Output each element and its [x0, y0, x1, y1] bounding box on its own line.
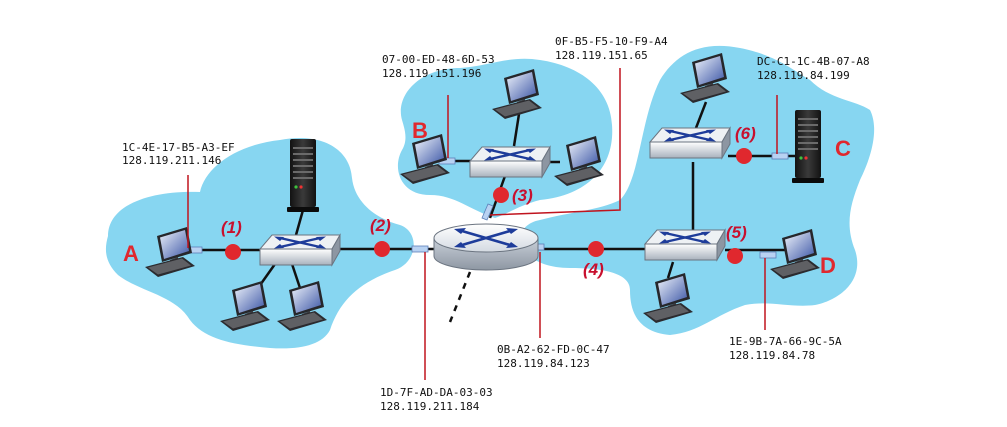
subnet-clouds: [105, 45, 875, 349]
switch-icon: [648, 126, 732, 160]
host-label-c: C: [835, 136, 851, 161]
interface-label-a: 1C-4E-17-B5-A3-EF 128.119.211.146: [122, 141, 235, 167]
devices: [145, 53, 824, 331]
interface-label-router-a: 1D-7F-AD-DA-03-03 128.119.211.184: [380, 386, 493, 413]
switch-icon: [643, 228, 727, 262]
packet-marker-1: [225, 244, 241, 260]
ip-address: 128.119.211.184: [380, 400, 480, 413]
point-label-5: (5): [726, 223, 747, 242]
server-icon: [792, 110, 824, 183]
link-switch-c-pc-top: [694, 101, 708, 129]
point-label-2: (2): [370, 216, 391, 235]
interface-label-b: 07-00-ED-48-6D-53 128.119.151.196: [382, 53, 495, 80]
packet-marker-3: [493, 187, 509, 203]
mac-address: 0F-B5-F5-10-F9-A4: [555, 35, 668, 48]
mac-address: 1E-9B-7A-66-9C-5A: [729, 335, 842, 348]
interface-label-router-d: 0B-A2-62-FD-0C-47 128.119.84.123: [497, 343, 610, 370]
packet-marker-5: [727, 248, 743, 264]
mac-address: 07-00-ED-48-6D-53: [382, 53, 495, 66]
interface-port-r2: [481, 203, 494, 221]
packet-marker-6: [736, 148, 752, 164]
link-switch-pc-top: [512, 113, 521, 147]
link-router-external: [448, 271, 472, 323]
ip-address: 128.119.84.78: [729, 349, 815, 362]
switch-icon: [258, 233, 342, 267]
point-label-4: (4): [583, 260, 604, 279]
link-switch-pc-right: [290, 263, 302, 289]
point-label-1: (1): [221, 218, 242, 237]
interface-label-router-b: 0F-B5-F5-10-F9-A4 128.119.151.65: [555, 35, 668, 62]
switch-icon: [468, 145, 552, 179]
ip-address: 128.119.84.123: [497, 357, 590, 370]
host-label-d: D: [820, 253, 836, 278]
point-label-6: (6): [735, 124, 756, 143]
pointer-lines: [187, 68, 778, 380]
link-switch-server: [294, 209, 305, 236]
server-icon: [287, 139, 319, 212]
interface-label-c: DC-C1-1C-4B-07-A8 128.119.84.199: [757, 55, 870, 82]
interface-port-d: [759, 251, 777, 259]
subnet-cloud-1: [105, 137, 414, 349]
ip-address: 128.119.151.196: [382, 67, 481, 80]
pointer-line-r2: [489, 68, 621, 216]
ip-address: 128.119.211.146: [122, 154, 221, 167]
mac-address: 1D-7F-AD-DA-03-03: [380, 386, 493, 399]
interface-port-c: [771, 152, 789, 160]
interface-port-r1: [411, 245, 429, 253]
ip-address: 128.119.84.199: [757, 69, 850, 82]
packet-marker-2: [374, 241, 390, 257]
host-label-a: A: [123, 241, 139, 266]
point-label-3: (3): [512, 186, 533, 205]
subnet-cloud-3: [520, 45, 875, 336]
packet-markers: [225, 148, 752, 264]
host-label-b: B: [412, 118, 428, 143]
router-icon: [433, 223, 539, 271]
mac-address: 1C-4E-17-B5-A3-EF: [122, 141, 235, 154]
mac-address: DC-C1-1C-4B-07-A8: [757, 55, 870, 68]
link-switch-d-pc: [666, 261, 675, 279]
interface-label-d: 1E-9B-7A-66-9C-5A 128.119.84.78: [729, 335, 842, 362]
mac-address: 0B-A2-62-FD-0C-47: [497, 343, 610, 356]
ip-address: 128.119.151.65: [555, 49, 648, 62]
packet-marker-4: [588, 241, 604, 257]
